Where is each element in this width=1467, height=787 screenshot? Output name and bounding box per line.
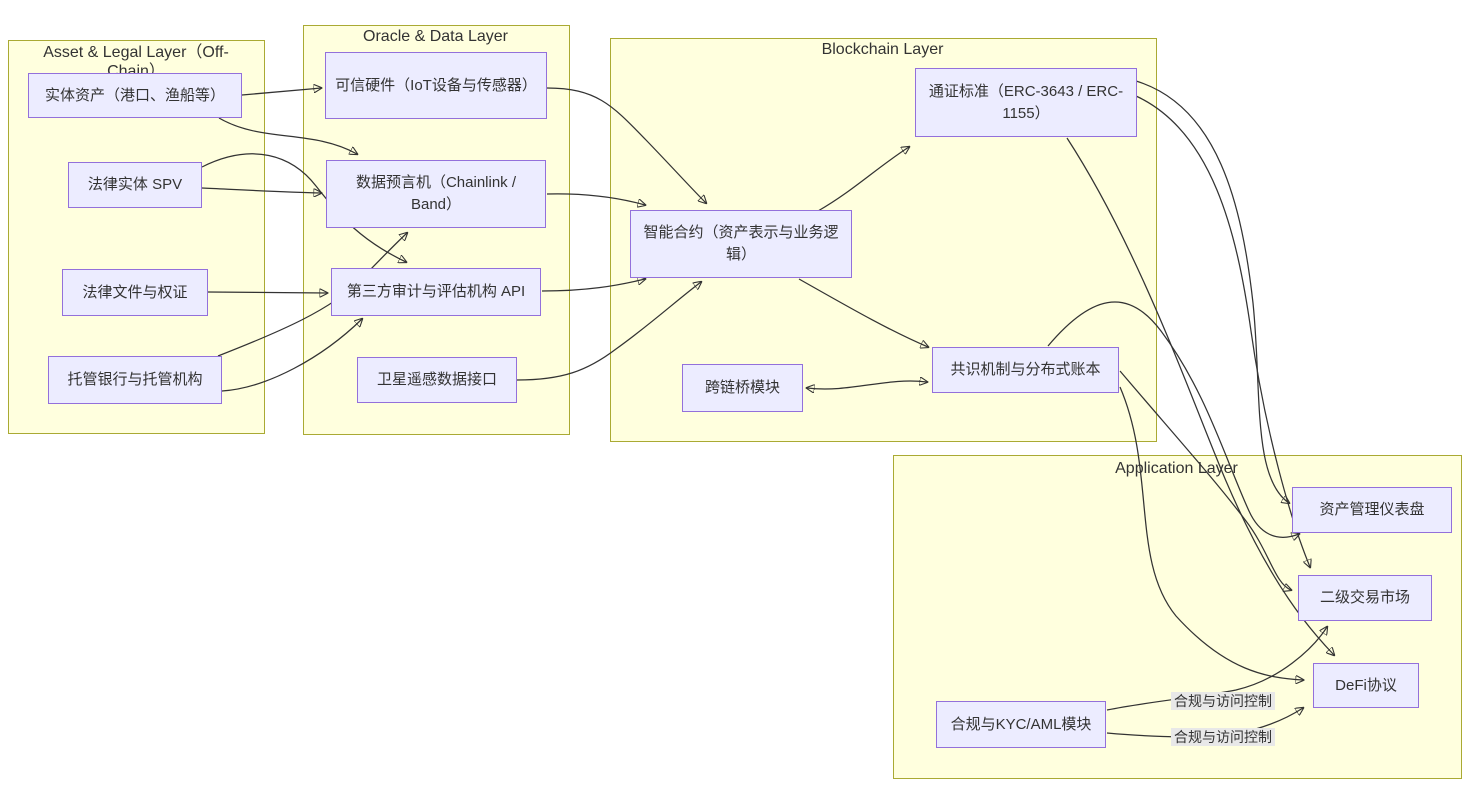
node-audit-api: 第三方审计与评估机构 API	[331, 268, 541, 316]
node-token-standard: 通证标准（ERC-3643 / ERC-1155）	[915, 68, 1137, 137]
node-custodian: 托管银行与托管机构	[48, 356, 222, 404]
node-trusted-hardware-label: 可信硬件（IoT设备与传感器）	[335, 76, 537, 94]
layer-title-blockchain: Blockchain Layer	[821, 41, 944, 58]
node-secondary-market-label: 二级交易市场	[1319, 589, 1410, 607]
node-asset-dashboard: 资产管理仪表盘	[1292, 487, 1452, 533]
node-kyc-aml: 合规与KYC/AML模块	[936, 701, 1106, 748]
node-legal-spv: 法律实体 SPV	[68, 162, 202, 208]
node-data-oracle: 数据预言机（Chainlink / Band）	[326, 160, 546, 228]
node-smart-contract-label: 智能合约（资产表示与业务逻辑）	[643, 224, 839, 263]
node-defi-protocol-label: DeFi协议	[1335, 676, 1397, 694]
node-smart-contract: 智能合约（资产表示与业务逻辑）	[630, 210, 852, 278]
edge-token-standard-to-asset-dashboard	[1135, 80, 1289, 503]
node-audit-api-label: 第三方审计与评估机构 API	[346, 283, 526, 301]
node-legal-spv-label: 法律实体 SPV	[87, 176, 183, 194]
node-consensus-ledger-label: 共识机制与分布式账本	[950, 361, 1101, 379]
node-custodian-label: 托管银行与托管机构	[67, 371, 203, 389]
edge-label-compliance-access-control-1: 合规与访问控制	[1171, 692, 1275, 710]
layer-title-application: Application Layer	[1115, 460, 1238, 477]
node-physical-asset-label: 实体资产（港口、渔船等）	[44, 86, 225, 104]
node-data-oracle-label: 数据预言机（Chainlink / Band）	[355, 174, 517, 213]
node-asset-dashboard-label: 资产管理仪表盘	[1319, 501, 1425, 519]
edge-label-compliance-access-control-2: 合规与访问控制	[1171, 728, 1275, 746]
node-defi-protocol: DeFi协议	[1313, 663, 1419, 708]
node-token-standard-label: 通证标准（ERC-3643 / ERC-1155）	[928, 82, 1124, 122]
node-satellite-data: 卫星遥感数据接口	[357, 357, 517, 403]
node-kyc-aml-label: 合规与KYC/AML模块	[950, 715, 1092, 733]
node-cross-chain-bridge-label: 跨链桥模块	[704, 379, 780, 397]
node-trusted-hardware: 可信硬件（IoT设备与传感器）	[325, 52, 547, 119]
node-physical-asset: 实体资产（港口、渔船等）	[28, 73, 242, 118]
layer-title-oracle-data: Oracle & Data Layer	[363, 28, 508, 45]
node-legal-docs-label: 法律文件与权证	[82, 283, 188, 301]
node-legal-docs: 法律文件与权证	[62, 269, 208, 316]
node-consensus-ledger: 共识机制与分布式账本	[932, 347, 1119, 393]
node-satellite-data-label: 卫星遥感数据接口	[376, 371, 497, 389]
node-secondary-market: 二级交易市场	[1298, 575, 1432, 621]
node-cross-chain-bridge: 跨链桥模块	[682, 364, 803, 412]
